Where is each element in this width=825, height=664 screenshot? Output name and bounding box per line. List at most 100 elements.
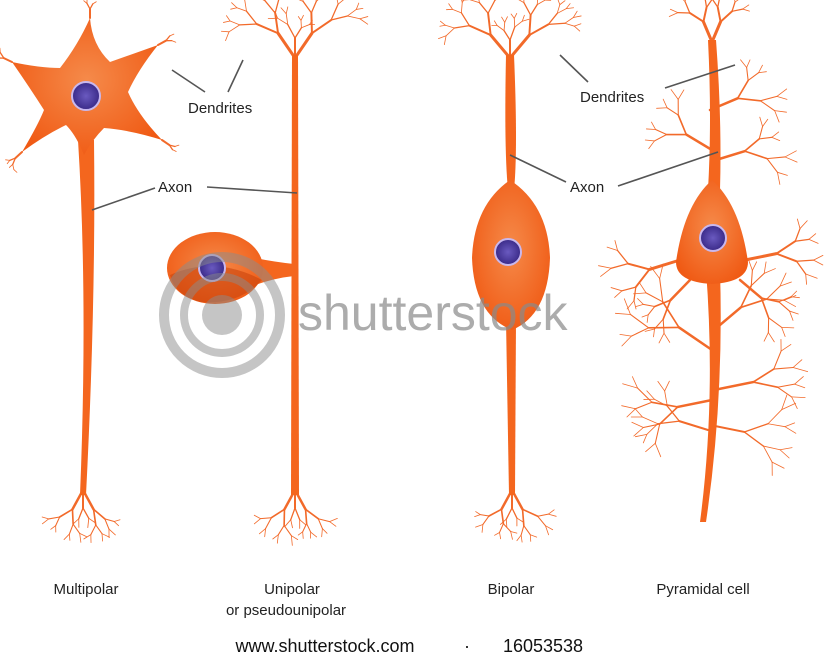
branch (514, 20, 523, 28)
branch (113, 521, 119, 527)
bipolar-axon (506, 320, 516, 495)
branch (487, 0, 496, 14)
branch (702, 6, 708, 23)
branch (743, 431, 765, 447)
branch (157, 39, 167, 46)
branch (297, 531, 304, 536)
branch (439, 20, 446, 26)
branch (41, 518, 50, 525)
branch (742, 4, 750, 10)
branch (448, 3, 453, 10)
branch (302, 531, 304, 539)
branch (742, 8, 750, 12)
branch (536, 0, 546, 6)
branch (616, 249, 629, 265)
branch (794, 238, 810, 242)
branch (639, 282, 647, 294)
watermark: shutterstock (159, 252, 569, 378)
branch (743, 138, 761, 152)
branch (329, 517, 338, 522)
nucleus-icon (494, 238, 522, 266)
branch (634, 433, 648, 438)
branch (272, 534, 279, 540)
branch (299, 519, 307, 526)
branch (300, 14, 304, 21)
branch (287, 23, 296, 39)
branch (496, 25, 505, 32)
branch (736, 79, 749, 100)
branch (565, 7, 575, 10)
branch (610, 263, 629, 269)
branch (790, 290, 798, 298)
multipolar-neuron (12, 18, 162, 495)
branch (651, 121, 656, 130)
branch (626, 408, 636, 418)
branch (310, 531, 318, 538)
branch (656, 107, 668, 109)
branch (758, 64, 763, 74)
branch (791, 396, 806, 399)
branch (621, 335, 632, 347)
branch (676, 398, 714, 409)
branch (644, 139, 655, 142)
branch (113, 519, 121, 522)
branch (290, 535, 293, 546)
branch (445, 24, 455, 29)
shutterstock-logo-icon (159, 252, 285, 378)
branch (277, 524, 285, 536)
branch (763, 268, 776, 274)
branch (752, 368, 775, 383)
branch (259, 517, 272, 520)
leader-lines (91, 54, 736, 211)
branch (781, 394, 788, 411)
branch (684, 0, 691, 14)
branch (502, 523, 512, 533)
branch (488, 508, 503, 517)
branch (637, 387, 653, 403)
branch (304, 508, 320, 520)
branch (499, 532, 502, 540)
branch (306, 523, 312, 533)
branch (547, 12, 558, 26)
branch (520, 534, 523, 543)
branch (277, 17, 289, 25)
branch (12, 163, 15, 171)
branch (712, 380, 755, 392)
branch (766, 285, 781, 300)
branch (717, 0, 720, 8)
branch (89, 3, 94, 10)
branch (82, 507, 90, 519)
branch (478, 2, 489, 14)
branch (438, 35, 447, 40)
branch (762, 118, 769, 127)
branch (226, 15, 231, 22)
branch (302, 0, 304, 2)
branch (719, 10, 734, 23)
branch (13, 169, 18, 173)
branch (536, 0, 538, 6)
branch (784, 156, 798, 163)
branch (776, 96, 788, 100)
branch (101, 533, 110, 538)
unipolar-axon (291, 55, 299, 495)
branch (83, 534, 92, 540)
branch (87, 517, 90, 528)
branch (644, 328, 655, 332)
caption-bipolar: Bipolar (488, 581, 535, 598)
branch (284, 519, 292, 528)
branch (264, 0, 276, 14)
branch (758, 71, 767, 74)
branch (92, 508, 97, 526)
branch (556, 8, 567, 14)
branch (104, 518, 115, 523)
branch (220, 30, 230, 33)
branch (768, 317, 783, 328)
branch (556, 4, 561, 14)
branch (469, 0, 480, 4)
branch (642, 303, 656, 308)
branch (740, 59, 748, 68)
branch (285, 13, 289, 25)
branch (493, 20, 498, 26)
branch (677, 114, 688, 136)
branch (280, 7, 287, 15)
